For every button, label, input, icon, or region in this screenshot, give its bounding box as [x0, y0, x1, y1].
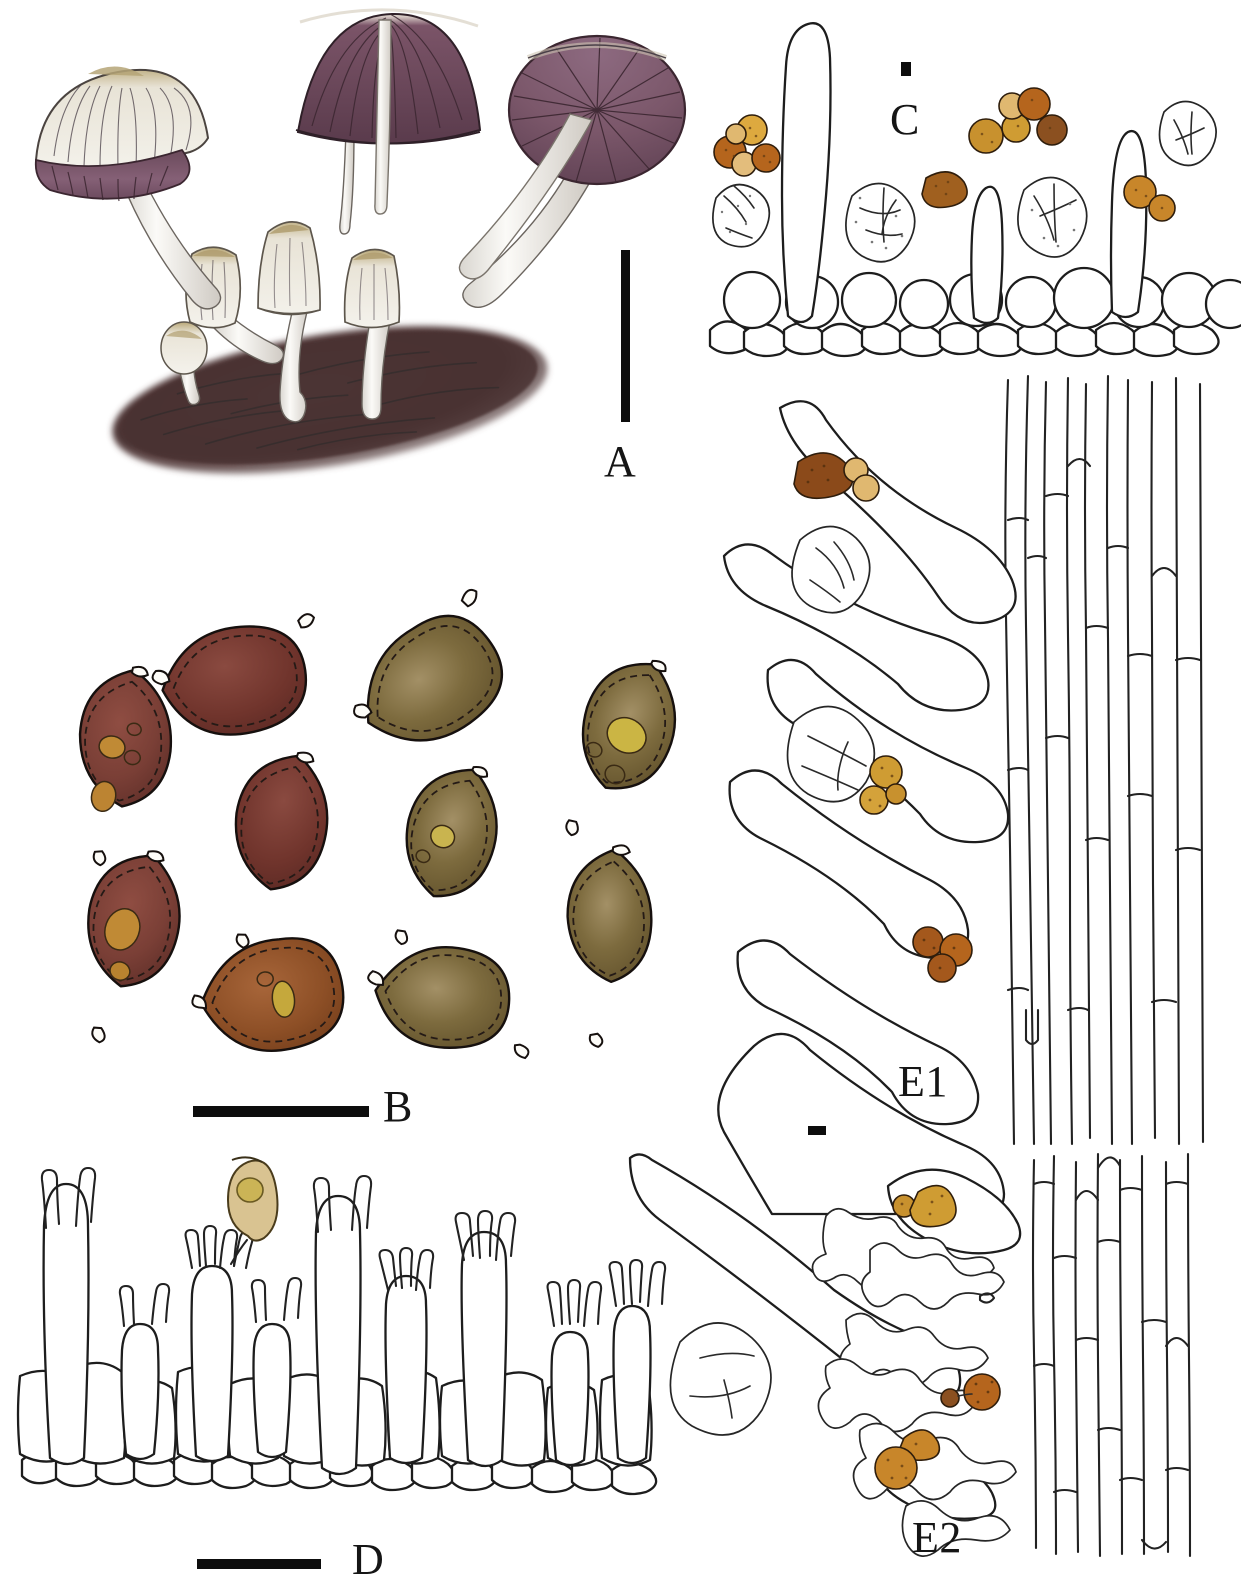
- spore-e2: [669, 1322, 772, 1436]
- panel-d-hymenium: D: [0, 1140, 720, 1591]
- panel-label-c: C: [890, 95, 920, 144]
- mushroom-primordium: [160, 321, 208, 406]
- panel-e1-drawing: [717, 374, 1205, 1216]
- basidium-2-2spored: [118, 1282, 171, 1461]
- spore-reddish-7: [87, 850, 181, 1044]
- spore-c-4: [1158, 100, 1217, 167]
- panel-label-a: A: [604, 437, 637, 486]
- basidium-5-4spored: [312, 1174, 373, 1476]
- panel-label-d: D: [352, 1535, 385, 1584]
- spore-e1-2: [786, 705, 876, 803]
- parallel-stipe-hyphae: [1004, 374, 1205, 1146]
- basidium-7-4spored: [454, 1209, 517, 1468]
- mushroom-young-3: [343, 248, 401, 420]
- granules-c-right: [1123, 175, 1176, 222]
- spore-olive-3: [353, 588, 504, 742]
- granules-c-single: [921, 171, 968, 209]
- spore-c-3: [1017, 176, 1088, 258]
- spore-c-2: [845, 182, 916, 263]
- scalebar-panel-a: [621, 250, 630, 422]
- spore-reddish-1: [78, 665, 173, 867]
- panel-c-pileipellis: C: [700, 0, 1241, 360]
- panel-b-drawing: [78, 588, 677, 1060]
- caulocystidium-5: [736, 939, 980, 1126]
- basidium-8-2spored: [546, 1278, 603, 1467]
- basidium-9-4spored: [608, 1258, 667, 1465]
- granules-c-mid: [968, 87, 1068, 154]
- granules-e2-low: [874, 1429, 941, 1490]
- scalebar-panel-c: [901, 62, 911, 76]
- pileocystidium-2: [970, 185, 1004, 325]
- granules-c-left: [713, 114, 781, 177]
- scalebar-panel-e1: [808, 1126, 826, 1135]
- basal-hyphal-chain-d: [20, 1451, 658, 1496]
- basidium-3-4spored-with-spore: [184, 1156, 279, 1463]
- basidium-1-4spored: [40, 1166, 97, 1466]
- pileocystidium-1: [780, 22, 832, 324]
- spore-olive-8: [566, 844, 653, 1048]
- woody-substrate: [112, 326, 548, 474]
- granules-e1-low: [912, 926, 973, 983]
- mushroom-young-2: [257, 221, 321, 423]
- panel-label-e2: E2: [912, 1513, 962, 1562]
- panel-d-drawing: [16, 1156, 667, 1496]
- spore-olive-4: [565, 659, 677, 837]
- panel-e2-stipitipellis-lower: E2: [620, 1140, 1241, 1591]
- granules-e1-mid: [859, 755, 907, 815]
- granules-e2-top: [892, 1184, 957, 1228]
- panel-c-drawing: [708, 22, 1241, 358]
- scalebar-panel-b: [193, 1106, 369, 1117]
- spore-olive-10: [367, 946, 530, 1060]
- basidium-4-2spored: [250, 1276, 303, 1459]
- panel-b-basidiospores: B: [0, 560, 700, 1140]
- mushroom-large-left: [34, 66, 222, 310]
- spore-reddish-5: [234, 751, 329, 949]
- basidium-6-4spored: [378, 1246, 435, 1465]
- parallel-stipe-hyphae-e2: [1031, 1152, 1192, 1558]
- panel-label-e1: E1: [898, 1057, 948, 1106]
- panel-e2-drawing: [628, 1152, 1192, 1558]
- spore-reddish-2: [151, 613, 316, 736]
- panel-a-basidiomata-habit: A: [0, 0, 700, 560]
- spore-olive-6: [394, 766, 498, 946]
- spore-e1-1: [791, 525, 871, 614]
- scalebar-panel-d: [197, 1559, 321, 1569]
- spore-c-1: [712, 183, 771, 248]
- granules-e2-mid: [940, 1373, 1001, 1411]
- mushroom-gill-view-right: [458, 34, 687, 308]
- pileocystidium-3: [1109, 129, 1148, 319]
- panel-label-b: B: [383, 1082, 413, 1131]
- mushroom-gill-view-top: [295, 8, 482, 235]
- basal-hyphal-chain: [708, 320, 1220, 358]
- spore-rust-9: [191, 937, 345, 1052]
- panel-e1-stipitipellis-upper: E1: [717, 370, 1241, 1216]
- panel-a-drawing: [34, 8, 687, 474]
- granules-e1-top: [793, 452, 880, 502]
